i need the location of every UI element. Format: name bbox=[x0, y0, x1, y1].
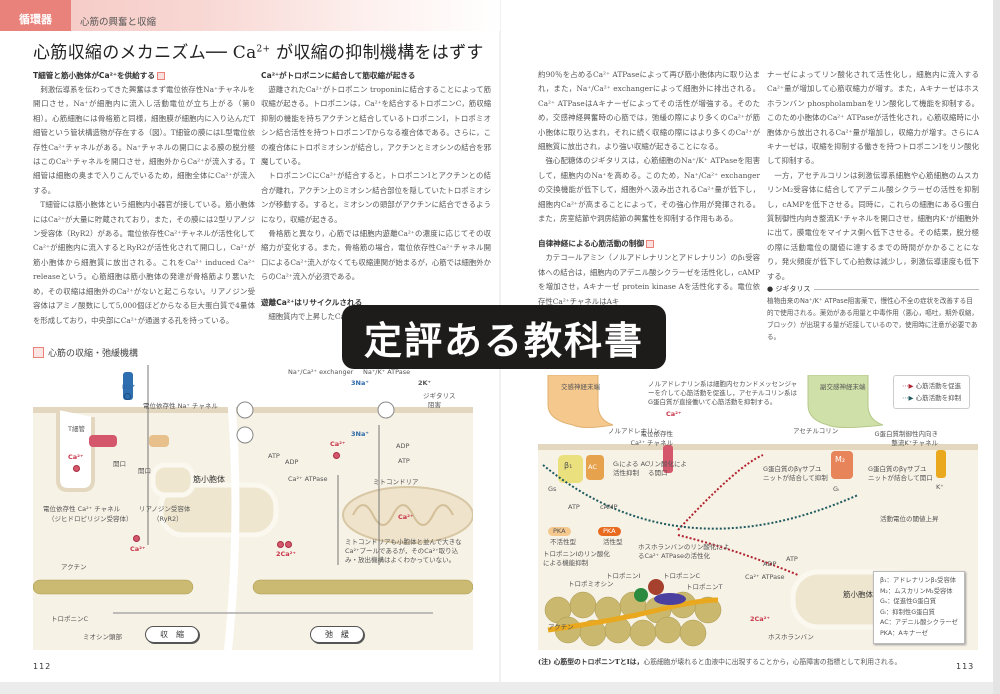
abbreviation-box: β₁：アドレナリンβ₁受容体 M₂：ムスカリンM₂受容体 Gₛ：促進性G蛋白質 … bbox=[873, 571, 965, 644]
chapter-header: 循環器 心筋の興奮と収縮 bbox=[0, 0, 500, 31]
paragraph: カテコールアミン（ノルアドレナリンとアドレナリン）のβ₁受容体への結合は，細胞内… bbox=[538, 253, 760, 306]
text-column-4: ナーゼによってリン酸化されて活性化し，細胞内に流入するCa²⁺量が増加して心筋収… bbox=[767, 68, 979, 284]
paragraph: 刺激伝導系を伝わってきた興奮はまず電位依存性Na⁺チャネルを開口させ，Na⁺が細… bbox=[33, 85, 255, 195]
paragraph: 約90％を占めるCa²⁺ ATPaseによって再び筋小胞体内に取り込まれ，また，… bbox=[538, 70, 760, 152]
chapter-tag: 循環器 bbox=[0, 0, 71, 31]
text-column-1: T細管と筋小胞体がCa²⁺を供給する 刺激伝導系を伝わってきた興奮はまず電位依存… bbox=[33, 68, 255, 328]
paragraph: 強心配糖体のジギタリスは，心筋細胞のNa⁺/K⁺ ATPaseを阻害して，細胞内… bbox=[538, 156, 760, 224]
figure-ref-icon bbox=[646, 240, 655, 249]
text-column-3: 約90％を占めるCa²⁺ ATPaseによって再び筋小胞体内に取り込まれ，また，… bbox=[538, 68, 760, 309]
paragraph: ナーゼによってリン酸化されて活性化し，細胞内に流入するCa²⁺量が増加して心筋収… bbox=[767, 70, 979, 166]
section-heading: Ca²⁺がトロポニンに結合して筋収縮が起きる bbox=[261, 71, 416, 80]
section-heading: 遊離Ca²⁺はリサイクルされる bbox=[261, 297, 363, 307]
figure-ref-icon bbox=[156, 72, 165, 80]
digitalis-note: ● ジギタリス 植物由来のNa⁺/K⁺ ATPase阻害薬で，慢性心不全の症状を… bbox=[767, 285, 979, 341]
promo-banner: 定評ある教科書 bbox=[342, 305, 666, 369]
contraction-diagram bbox=[33, 365, 473, 650]
paragraph: 一方，アセチルコリンは刺激伝導系細胞や心筋細胞のムスカリンM₂受容体に結合してア… bbox=[767, 170, 979, 281]
section-heading: T細管と筋小胞体がCa²⁺を供給する bbox=[33, 68, 255, 83]
page-number-right: 113 bbox=[956, 662, 975, 671]
figure-left: Na⁺ 電位依存性 Na⁺ チャネル T細管 Ca²⁺ 開口 開口 筋小胞体 A… bbox=[33, 365, 473, 650]
figure-icon bbox=[33, 347, 44, 358]
section-heading: 自律神経による心筋活動の制御 bbox=[538, 236, 760, 251]
page-number-left: 112 bbox=[33, 662, 52, 671]
contraction-label: 収 縮 bbox=[145, 626, 199, 643]
sodium-ion bbox=[124, 393, 131, 400]
text-column-2: Ca²⁺がトロポニンに結合して筋収縮が起きる 遊離されたCa²⁺がトロポニン t… bbox=[261, 68, 491, 324]
figure-legend: ⋯▶ 心筋活動を促進 ⋯▶ 心筋活動を抑制 bbox=[893, 375, 971, 409]
paragraph: 骨格筋と異なり，心筋では細胞内遊離Ca²⁺の濃度に応じてその収縮力が変化する。ま… bbox=[261, 229, 491, 282]
page-title: 心筋収縮のメカニズム── Ca2+ が収縮の抑制機構をはずす bbox=[33, 43, 484, 63]
paragraph: 遊離されたCa²⁺がトロポニン troponinに結合することによって筋収縮が起… bbox=[261, 85, 491, 167]
section-subtitle: 心筋の興奮と収縮 bbox=[80, 17, 157, 28]
paragraph: 細胞質内で上昇したCa²⁺は， bbox=[268, 311, 367, 321]
relaxation-label: 弛 緩 bbox=[310, 626, 364, 643]
paragraph: T細管には筋小胞体という細胞内小器官が接している。筋小胞体にはCa²⁺が大量に貯… bbox=[33, 200, 255, 325]
footnote: (注) 心筋型のトロポニンTとIは，心筋細胞が壊れると血液中に出現することから，… bbox=[538, 658, 902, 666]
figure-right: 交感神経末端 ノルアドレナリン ノルアドレナリン系は細胞内セカンドメッセンジャー… bbox=[538, 375, 978, 650]
figure-title-left: 心筋の収縮・弛緩機構 bbox=[33, 346, 138, 359]
page-edge bbox=[993, 0, 1000, 694]
paragraph: トロポニンCにCa²⁺が結合すると，トロポニンIとアクチンとの結合が離れ，アクチ… bbox=[261, 171, 491, 224]
